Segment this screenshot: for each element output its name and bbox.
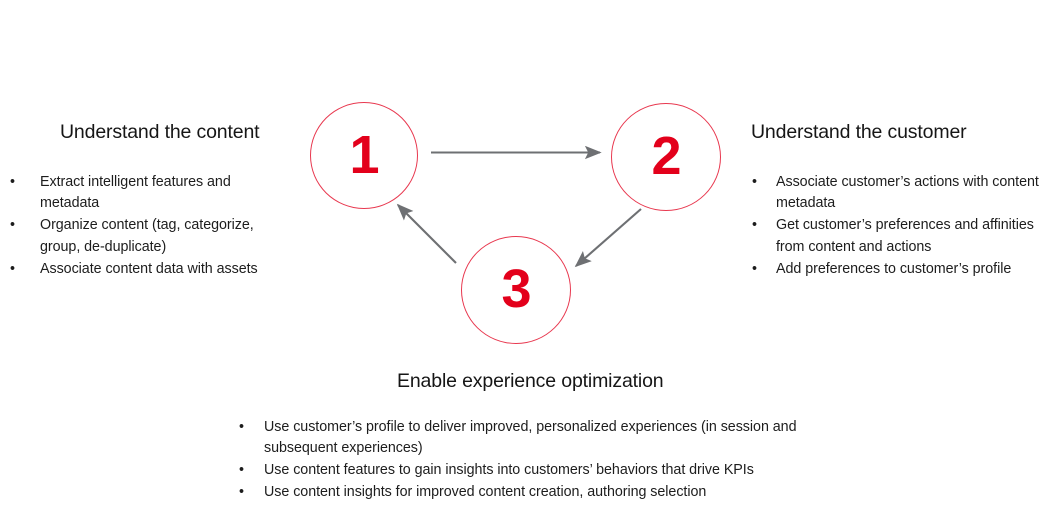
cycle-node-two: 2	[611, 103, 721, 211]
bullet-list-enable-experience-optimization: • Use customer’s profile to deliver impr…	[239, 417, 839, 504]
list-item: • Use content insights for improved cont…	[239, 482, 839, 503]
bullet-dot-icon: •	[10, 217, 15, 234]
bullet-dot-icon: •	[239, 419, 244, 435]
section-heading-understand-the-customer: Understand the customer	[751, 121, 967, 143]
arrow-three-to-one	[396, 203, 457, 264]
cycle-node-three: 3	[461, 236, 571, 344]
bullet-dot-icon: •	[10, 260, 15, 277]
list-item: • Organize content (tag, categorize, gro…	[10, 215, 290, 258]
list-item-text: Organize content (tag, categorize, group…	[40, 217, 254, 255]
bullet-dot-icon: •	[239, 462, 244, 479]
arrow-two-to-three	[574, 208, 642, 268]
list-item: • Extract intelligent features and metad…	[10, 172, 290, 215]
list-item-text: Use content features to gain insights in…	[264, 462, 754, 479]
section-heading-enable-experience-optimization: Enable experience optimization	[397, 370, 664, 392]
list-item: • Get customer’s preferences and affinit…	[752, 215, 1047, 258]
cycle-node-one-label: 1	[349, 124, 379, 185]
list-item-text: Associate content data with assets	[40, 260, 258, 277]
cycle-node-one: 1	[310, 102, 418, 209]
list-item-text: Use customer’s profile to deliver improv…	[264, 419, 797, 457]
cycle-node-three-label: 3	[501, 259, 531, 319]
list-item: • Add preferences to customer’s profile	[752, 259, 1047, 280]
list-item: • Associate content data with assets	[10, 259, 290, 280]
list-item-text: Use content insights for improved conten…	[264, 484, 707, 501]
list-item-text: Add preferences to customer’s profile	[776, 260, 1012, 277]
cycle-node-two-label: 2	[651, 126, 681, 186]
bullet-list-understand-the-content: • Extract intelligent features and metad…	[10, 172, 290, 281]
list-item-text: Get customer’s preferences and affinitie…	[776, 217, 1034, 255]
bullet-list-understand-the-customer: • Associate customer’s actions with cont…	[752, 172, 1047, 281]
list-item: • Use content features to gain insights …	[239, 460, 839, 481]
bullet-dot-icon: •	[239, 484, 244, 501]
bullet-dot-icon: •	[752, 174, 757, 190]
bullet-dot-icon: •	[752, 217, 757, 234]
list-item: • Use customer’s profile to deliver impr…	[239, 417, 839, 460]
list-item: • Associate customer’s actions with cont…	[752, 172, 1047, 215]
bullet-dot-icon: •	[752, 260, 757, 277]
list-item-text: Associate customer’s actions with conten…	[776, 174, 1039, 212]
bullet-dot-icon: •	[10, 174, 15, 190]
list-item-text: Extract intelligent features and metadat…	[40, 174, 231, 212]
section-heading-understand-the-content: Understand the content	[60, 121, 260, 143]
